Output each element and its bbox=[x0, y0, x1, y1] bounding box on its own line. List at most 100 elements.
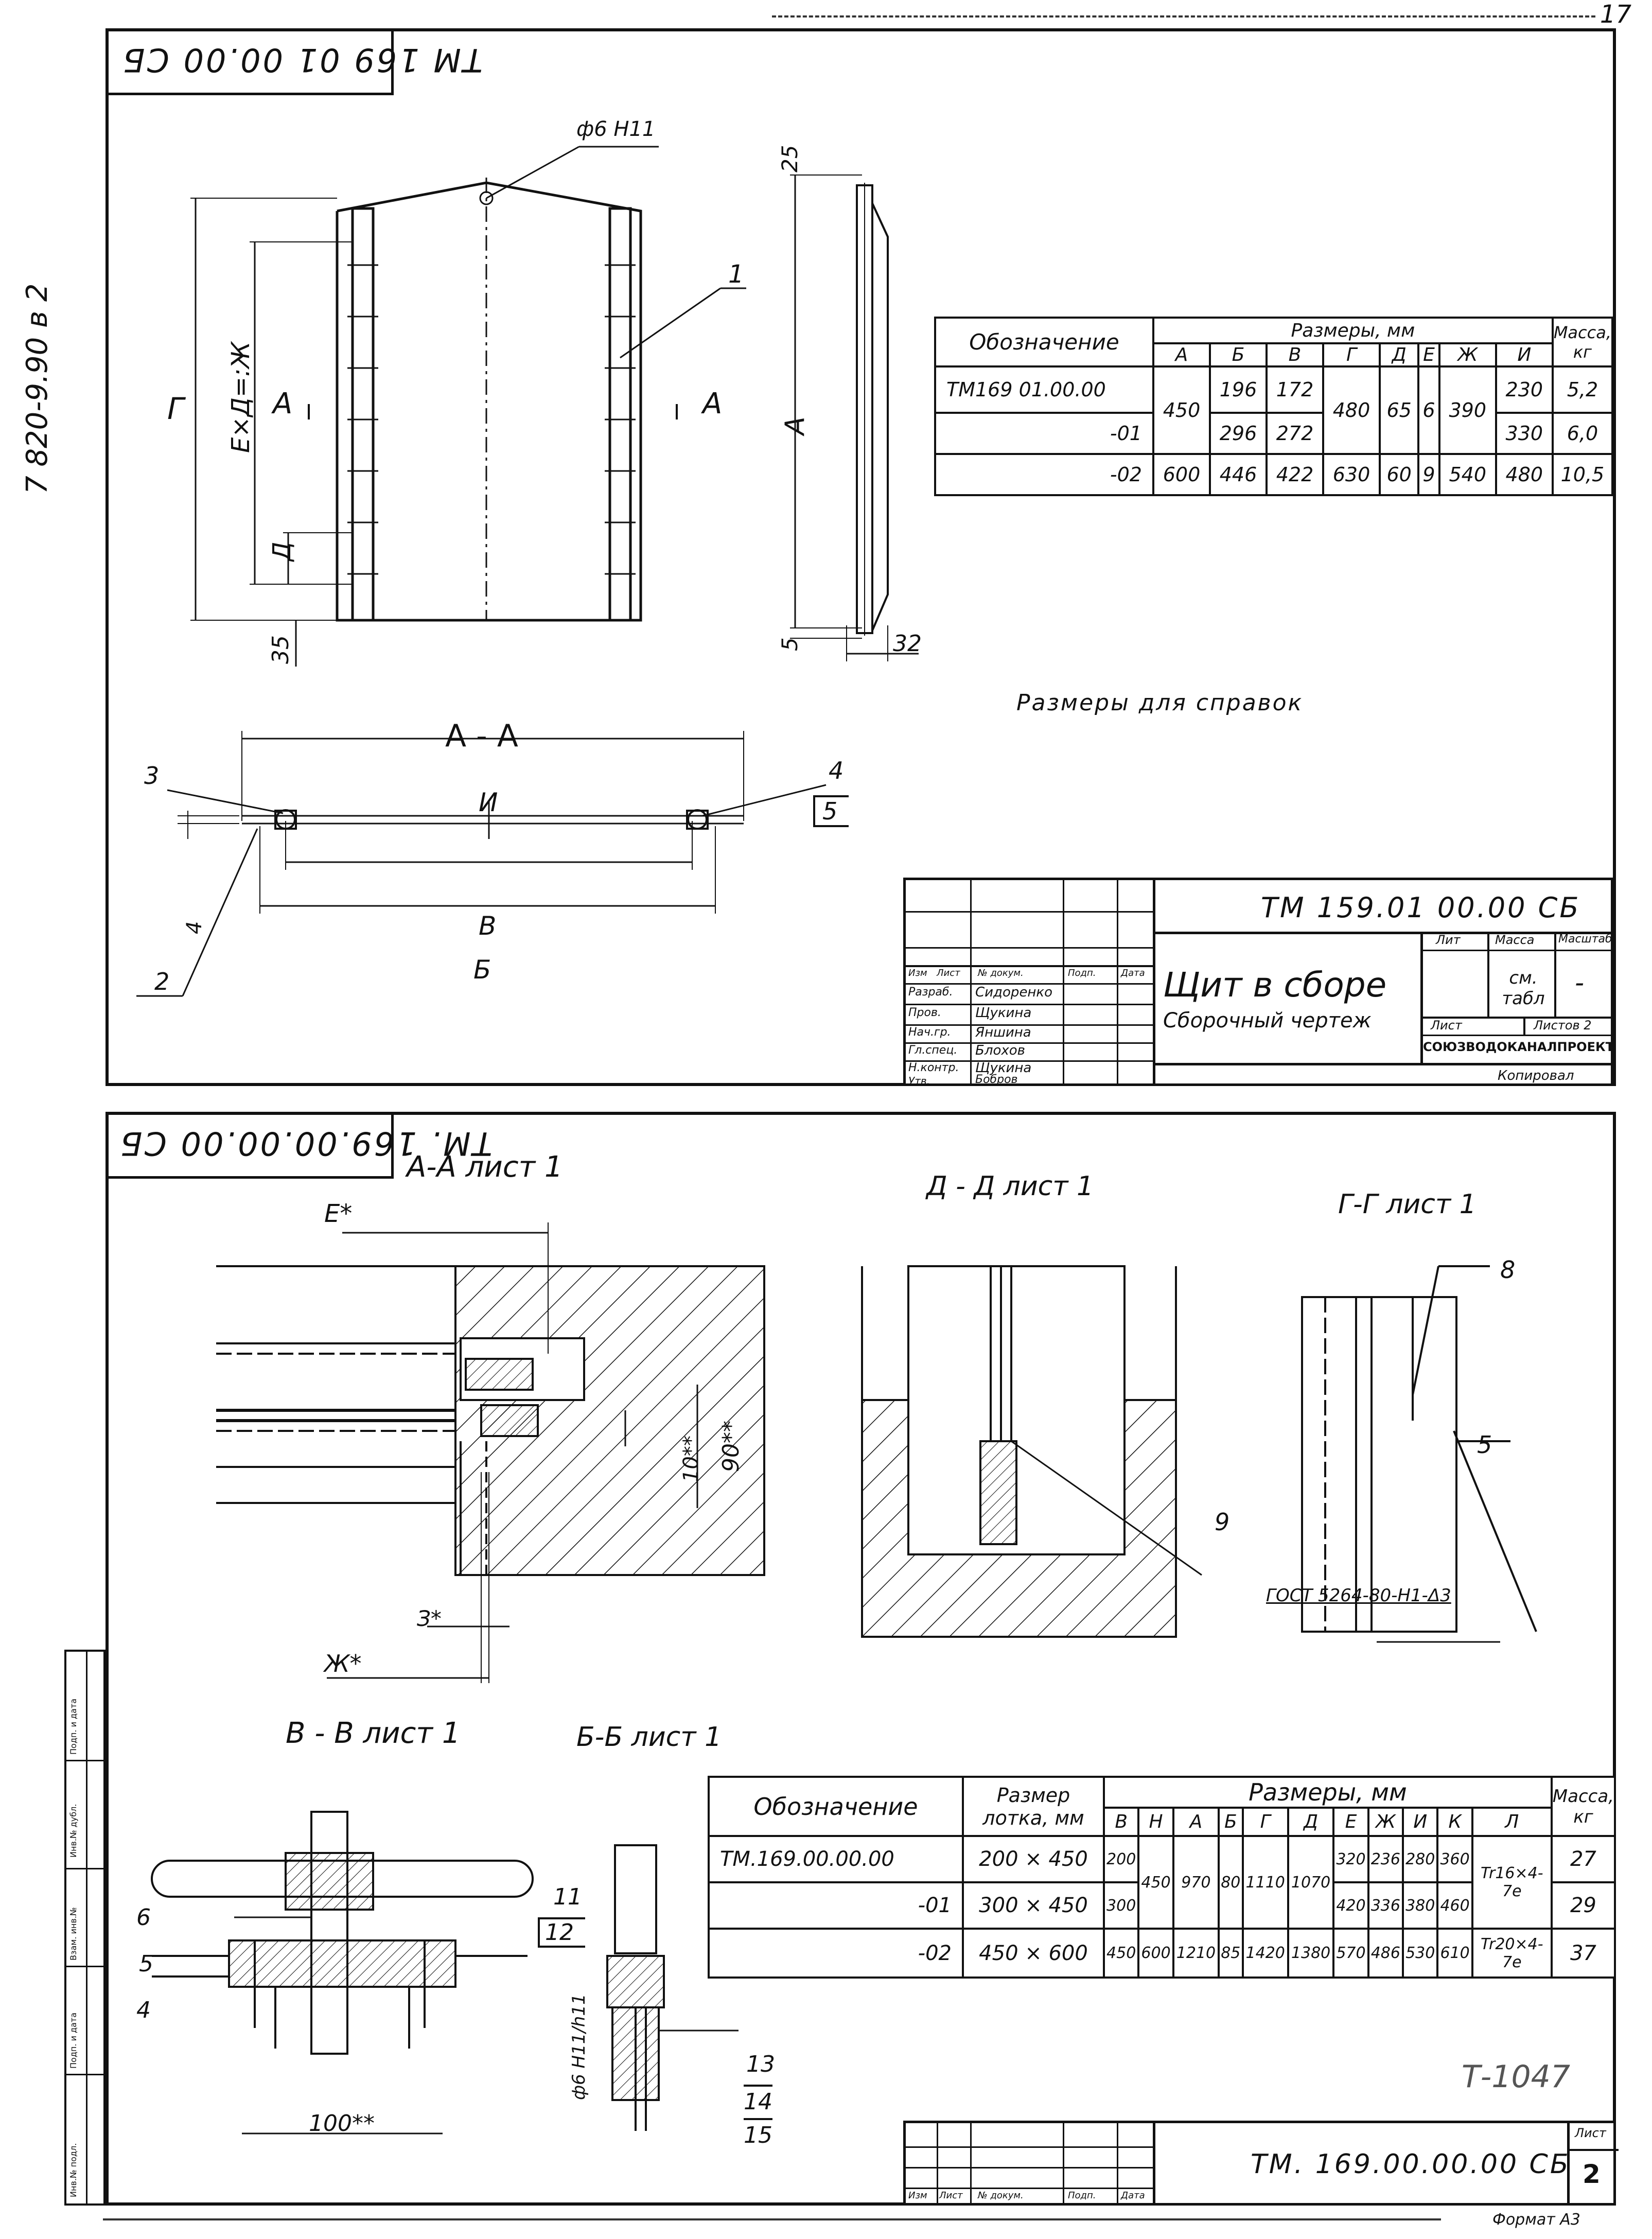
sheet-1-size-table: Обозначение Размеры, мм Масса, кг А Б В … bbox=[934, 317, 1614, 496]
margin-strip: Подп. и дата Инв.№ дубл. Взам. инв.№ Под… bbox=[64, 1650, 106, 2206]
tb-sheets-label: Листов 2 bbox=[1534, 1018, 1592, 1033]
dim-g: Г bbox=[167, 391, 184, 426]
tb2-header-doc: № докум. bbox=[978, 2190, 1024, 2201]
dd-detail bbox=[861, 1265, 1202, 1638]
cell: 420 bbox=[1332, 1881, 1369, 1930]
tb2-header-list: Лист bbox=[939, 2190, 963, 2201]
cell: 300 × 450 bbox=[962, 1881, 1105, 1930]
sheet-2-size-table: Обозначение Размер лотка, мм Размеры, мм… bbox=[708, 1776, 1616, 1979]
cell: 360 bbox=[1436, 1835, 1473, 1883]
cell: 10,5 bbox=[1551, 453, 1614, 496]
cell: Tr16×4-7e bbox=[1471, 1835, 1553, 1930]
col-l: Л bbox=[1471, 1807, 1553, 1837]
col-d: Д bbox=[1378, 342, 1420, 368]
tb-header-list: Лист bbox=[937, 968, 960, 978]
col-g: Г bbox=[1322, 342, 1381, 368]
cell: 5,2 bbox=[1551, 365, 1614, 414]
callout-9: 9 bbox=[1215, 1508, 1230, 1536]
bottom-format: Формат А3 bbox=[1492, 2211, 1580, 2229]
tb-header-izm: Изм bbox=[908, 968, 927, 978]
tb-name: Яншина bbox=[975, 1025, 1031, 1040]
cell: 200 bbox=[1102, 1835, 1140, 1883]
table-row: ТМ.169.00.00.00 200 × 450 200 450 970 80… bbox=[708, 1835, 1616, 1930]
dim-100: 100** bbox=[309, 2110, 375, 2137]
row-designation: ТМ.169.00.00.00 bbox=[708, 1835, 964, 1883]
cell: 570 bbox=[1332, 1928, 1369, 1979]
tb-header-date: Дата bbox=[1121, 968, 1145, 978]
aa-dim-v: В bbox=[479, 911, 497, 941]
cell: 450 bbox=[1152, 365, 1211, 455]
callout-6: 6 bbox=[136, 1904, 151, 1931]
cell: 446 bbox=[1209, 453, 1268, 496]
callout-4: 4 bbox=[829, 757, 844, 784]
gost-note: ГОСТ 5264-80-Н1-Δ3 bbox=[1266, 1585, 1451, 1606]
sheet-2-title-block: Изм Лист № докум. Подп. Дата ТМ. 169.00.… bbox=[903, 2121, 1619, 2206]
dim-5: 5 bbox=[777, 637, 802, 651]
hole-callout: ф6 Н11 bbox=[576, 117, 656, 141]
section-mark-right: А bbox=[702, 387, 723, 421]
cell: 450 bbox=[1102, 1928, 1140, 1979]
sheet-2-rotated-stamp: ТМ. 169.00.00.00 СБ bbox=[106, 1112, 492, 1179]
margin-label: Подп. и дата bbox=[68, 2013, 78, 2069]
cell: 600 bbox=[1152, 453, 1211, 496]
tb-lit-label: Лит bbox=[1436, 933, 1461, 947]
col-i: И bbox=[1495, 342, 1554, 368]
cell: 27 bbox=[1550, 1835, 1616, 1883]
col-i: И bbox=[1402, 1807, 1439, 1837]
callout-15: 15 bbox=[744, 2118, 772, 2148]
aa-dim-10: 10** bbox=[679, 1436, 703, 1482]
cell: 200 × 450 bbox=[962, 1835, 1105, 1883]
aa-detail bbox=[216, 1222, 765, 1683]
tb2-sheet-no: 2 bbox=[1583, 2159, 1601, 2189]
tb-name: Сидоренко bbox=[975, 985, 1053, 1000]
tb-org: СОЮЗВОДОКАНАЛПРОЕКТ bbox=[1423, 1040, 1614, 1054]
tb-subtitle: Сборочный чертеж bbox=[1163, 1009, 1372, 1033]
sheet-2-drawing bbox=[151, 1222, 1537, 2135]
cell: 970 bbox=[1172, 1835, 1220, 1930]
col-mass-header: Масса, кг bbox=[1551, 317, 1614, 368]
view-vv-title: В - В лист 1 bbox=[286, 1717, 461, 1750]
tb2-sheet-label: Лист bbox=[1575, 2126, 1606, 2140]
cell: Tr20×4-7e bbox=[1471, 1928, 1553, 1979]
reference-note: Размеры для справок bbox=[1016, 690, 1304, 716]
cell: 1070 bbox=[1287, 1835, 1335, 1930]
sheet-1-frame bbox=[106, 28, 1616, 1086]
cell: 6 bbox=[1417, 365, 1440, 455]
col-zh: Ж bbox=[1367, 1807, 1404, 1837]
cell: 530 bbox=[1402, 1928, 1439, 1979]
tb-scale-label: Масштаб bbox=[1558, 933, 1612, 946]
cell: 280 bbox=[1402, 1835, 1439, 1883]
col-e: Е bbox=[1417, 342, 1440, 368]
col-g: Г bbox=[1241, 1807, 1289, 1837]
callout-3: 3 bbox=[144, 762, 160, 790]
col-mass-header: Масса, кг bbox=[1550, 1776, 1616, 1837]
col-b: Б bbox=[1218, 1807, 1244, 1837]
view-gg-title: Г-Г лист 1 bbox=[1338, 1189, 1477, 1220]
cell: 450 × 600 bbox=[962, 1928, 1105, 1979]
shield-front-view bbox=[190, 146, 746, 667]
col-d: Д bbox=[1287, 1807, 1335, 1837]
margin-label: Инв.№ дубл. bbox=[68, 1804, 78, 1858]
cell: 65 bbox=[1378, 365, 1420, 455]
cell: 1110 bbox=[1241, 1835, 1289, 1930]
col-tray-header: Размер лотка, мм bbox=[962, 1776, 1105, 1837]
callout-5-vv: 5 bbox=[139, 1951, 153, 1977]
tb-name: Бобров bbox=[975, 1073, 1018, 1086]
sheet-1-drawing bbox=[136, 146, 919, 997]
cell: 630 bbox=[1322, 453, 1381, 496]
top-dash-line bbox=[772, 15, 1595, 18]
col-n: Н bbox=[1137, 1807, 1174, 1837]
tb2-header-izm: Изм bbox=[908, 2190, 927, 2201]
tb-role: Пров. bbox=[908, 1006, 941, 1019]
aa-dim-z: З* bbox=[417, 1606, 442, 1631]
col-a: А bbox=[1152, 342, 1211, 368]
callout-2: 2 bbox=[154, 968, 170, 995]
dim-d: Д bbox=[268, 541, 296, 562]
cell: 300 bbox=[1102, 1881, 1140, 1930]
aa-dim-i: И bbox=[479, 788, 498, 817]
aa-dim-4: 4 bbox=[183, 921, 206, 934]
dim-32: 32 bbox=[893, 631, 922, 657]
cell: 480 bbox=[1495, 453, 1554, 496]
cell: 600 bbox=[1137, 1928, 1174, 1979]
tb-code: ТМ 159.01 00.00 СБ bbox=[1261, 891, 1581, 924]
